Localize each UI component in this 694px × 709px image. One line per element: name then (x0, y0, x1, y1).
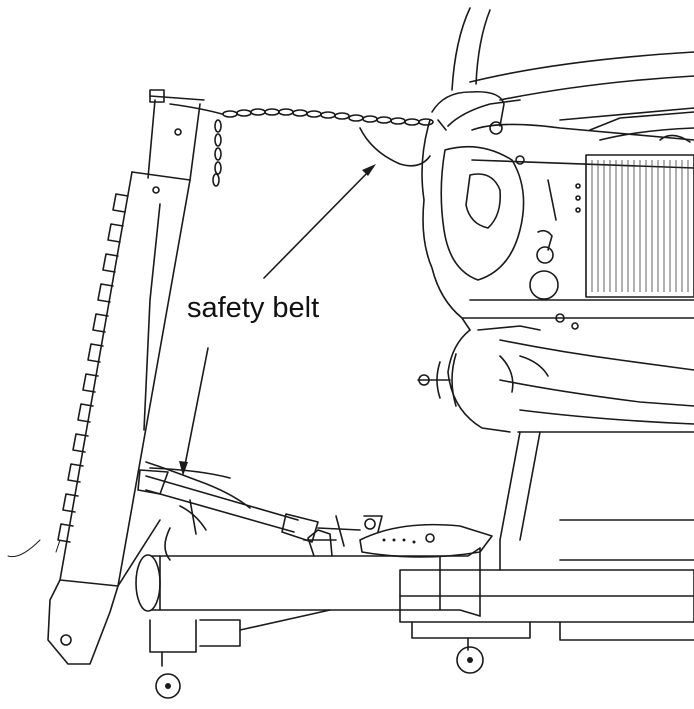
leader-line-lower (183, 347, 209, 471)
arrowhead-upper (362, 164, 376, 176)
safety-belt-leaders (179, 164, 376, 476)
leader-line-upper (263, 167, 373, 279)
arrowhead-lower (179, 461, 188, 476)
tower-caster (149, 609, 331, 699)
safety-belt-label: safety belt (187, 292, 320, 324)
chain-links (222, 108, 434, 126)
car-body (417, 7, 694, 561)
tower-notches (57, 193, 129, 543)
radiator-grille (591, 160, 689, 292)
pulling-tower (7, 89, 205, 665)
pull-arm (135, 461, 493, 617)
vehicle-stand (399, 431, 694, 674)
pull-chain (169, 90, 505, 187)
